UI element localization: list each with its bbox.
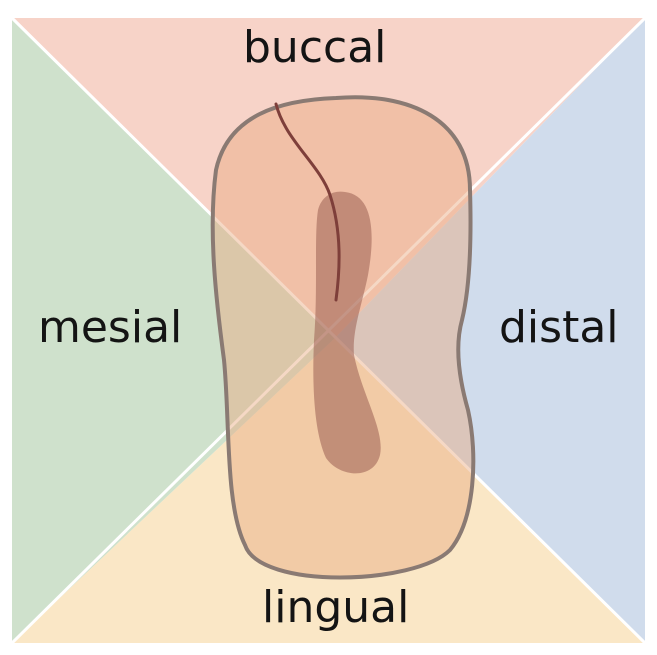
mesial-label: mesial bbox=[38, 306, 182, 350]
buccal-label: buccal bbox=[243, 26, 386, 70]
lingual-label: lingual bbox=[262, 586, 409, 630]
distal-label: distal bbox=[499, 306, 619, 350]
